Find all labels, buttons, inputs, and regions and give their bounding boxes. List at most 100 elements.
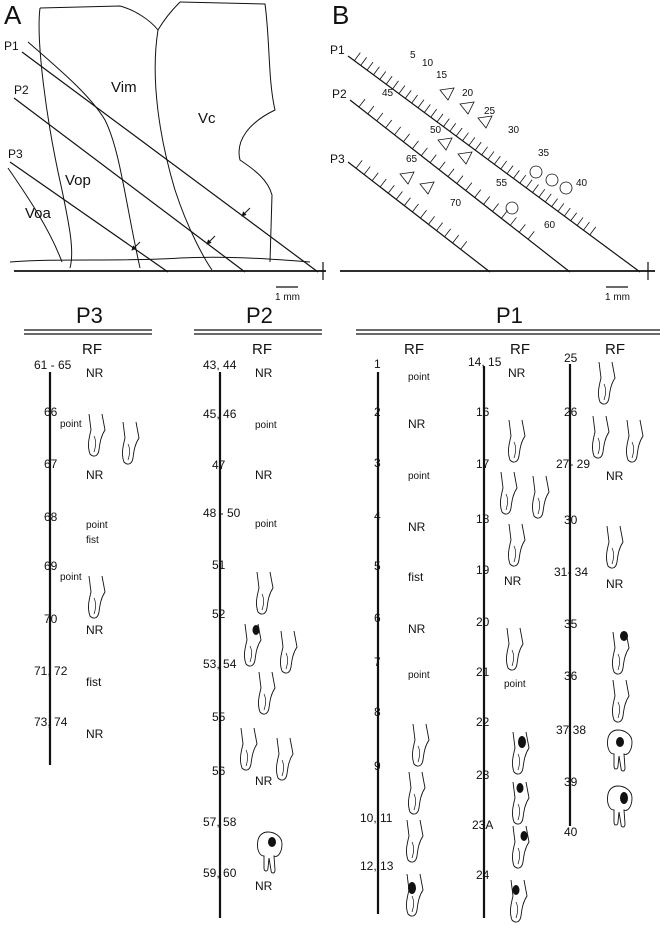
rf-response: point xyxy=(408,471,430,482)
rf-response: NR xyxy=(408,417,426,431)
recording-site-ticks xyxy=(354,52,597,250)
depth-label-10: 10 xyxy=(422,58,434,69)
site-tick xyxy=(589,226,597,236)
column-p1c: 25 26 27- 29 NR 30 31- 34 NR 35 36 37 38… xyxy=(554,351,644,839)
rf-response: NR xyxy=(504,574,522,588)
site-tick xyxy=(355,160,363,169)
site-tick xyxy=(392,80,399,90)
arm-rf-icon xyxy=(510,879,528,923)
site-label: 27- 29 xyxy=(556,457,590,471)
arm-rf-icon xyxy=(88,413,106,457)
site-tick xyxy=(494,155,501,165)
hand-rf-icon xyxy=(607,729,633,772)
arm-rf-icon xyxy=(88,575,106,619)
site-label: 31- 34 xyxy=(554,565,588,579)
arm-rf-icon xyxy=(500,471,518,515)
site-label: 70 xyxy=(44,612,58,626)
site-tick xyxy=(492,203,499,212)
site-label: 2 xyxy=(374,405,381,419)
arm-rf-icon xyxy=(256,571,274,615)
site-tick xyxy=(544,193,552,203)
arm-rf-icon xyxy=(122,421,140,465)
rf-response: point xyxy=(255,420,277,431)
voa-vop-border xyxy=(38,7,73,269)
site-label: 16 xyxy=(476,405,490,419)
rf-response: NR xyxy=(255,774,273,788)
rf-glyphs-b xyxy=(399,87,573,215)
site-label: 24 xyxy=(476,868,490,882)
arm-rf-icon xyxy=(532,475,550,519)
arm-rf-icon xyxy=(626,419,644,463)
site-tick xyxy=(376,112,384,122)
vim-top-border xyxy=(39,1,181,31)
site-tick xyxy=(398,85,406,94)
site-tick xyxy=(465,182,473,191)
site-label: 45, 46 xyxy=(203,407,237,421)
site-tick xyxy=(474,141,482,151)
site-tick xyxy=(447,168,455,177)
arm-rf-icon xyxy=(406,873,424,917)
site-label: 7 xyxy=(374,655,381,669)
rf-patch xyxy=(512,885,520,895)
site-tick xyxy=(519,174,527,184)
title-p2: P2 xyxy=(246,303,273,328)
rf-header-p2: RF xyxy=(252,341,272,358)
site-tick xyxy=(487,151,495,160)
arm-rf-icon xyxy=(240,727,258,771)
site-tick xyxy=(455,127,463,137)
arm-rf-icon xyxy=(592,415,610,459)
site-label: 59, 60 xyxy=(203,866,237,880)
site-tick xyxy=(500,160,508,170)
column-p1a: 1 point 2 NR 3 point 4 NR 5 fist 6 NR 7 … xyxy=(360,357,430,917)
rf-patch xyxy=(616,737,624,747)
arm-rf-icon xyxy=(258,671,276,715)
probe-track-b-p1 xyxy=(347,55,641,273)
ventral-border xyxy=(9,256,311,263)
site-tick xyxy=(360,57,367,66)
site-label: 22 xyxy=(476,715,490,729)
arm-rf-icon xyxy=(508,419,526,463)
column-p1b: 14, 15 NR 16 17 18 19 NR 20 21 point 22 … xyxy=(468,355,550,923)
site-label: 67 xyxy=(44,457,58,471)
site-tick xyxy=(444,228,452,238)
site-tick xyxy=(424,104,431,113)
rf-response: NR xyxy=(408,622,426,636)
site-tick xyxy=(513,170,520,179)
site-tick xyxy=(436,113,444,123)
arm-rf-icon xyxy=(412,723,430,767)
probe-track-b-p2 xyxy=(349,99,571,273)
site-tick xyxy=(483,196,491,205)
site-label: 23A xyxy=(472,818,493,832)
arm-rf-icon xyxy=(406,819,424,863)
rf-header-p1c: RF xyxy=(605,341,625,358)
site-tick xyxy=(468,137,476,146)
site-label: 71, 72 xyxy=(34,664,68,678)
site-tick xyxy=(394,126,401,136)
site-label: 37 38 xyxy=(556,723,586,737)
label-vim: Vim xyxy=(111,79,137,96)
site-tick xyxy=(509,217,517,226)
site-tick xyxy=(538,188,546,198)
site-label: 66 xyxy=(44,405,58,419)
site-tick xyxy=(576,217,584,226)
label-voa: Voa xyxy=(25,205,52,222)
depth-label-15: 15 xyxy=(436,70,448,81)
depth-label-5: 5 xyxy=(410,50,416,61)
site-tick xyxy=(404,197,411,206)
site-tick xyxy=(379,178,387,188)
site-tick xyxy=(428,216,435,225)
site-tick xyxy=(527,231,535,240)
site-tick xyxy=(385,119,393,129)
panel-a: A P1 P2 P3 Vim Vc Vop Voa 1 mm xyxy=(4,0,326,303)
vim-vc-border xyxy=(154,29,213,271)
rf-response: NR xyxy=(255,468,273,482)
site-label: 73, 74 xyxy=(34,715,68,729)
label-vop: Vop xyxy=(65,172,91,189)
site-tick xyxy=(532,184,539,193)
label-a-p3: P3 xyxy=(8,147,23,161)
rf-response: fist xyxy=(86,535,99,546)
site-tick xyxy=(403,133,410,143)
label-a-p1: P1 xyxy=(4,39,19,53)
rf-response: NR xyxy=(606,469,624,483)
